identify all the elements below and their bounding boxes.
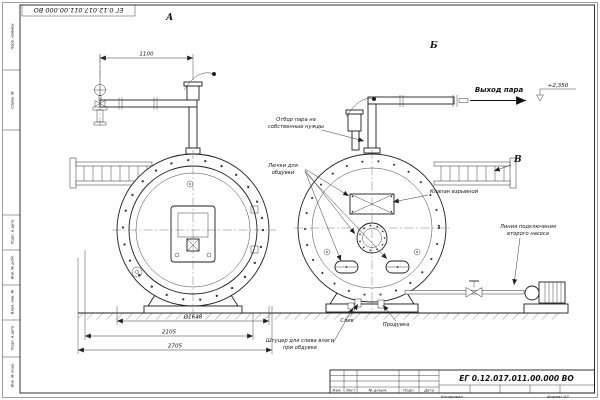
annotation-drain-fitting: Штуцер для слива влаги <box>266 338 335 344</box>
dim-2705: 2705 <box>168 344 183 350</box>
margin-label: Подп. и дата <box>11 220 15 244</box>
view-label-b: Б <box>429 41 438 51</box>
left-margin-columns: Перв. примен. Справ. № Подп. и дата Инв.… <box>2 23 20 388</box>
feed-pump-assembly <box>404 280 569 314</box>
annotation-pump-line: второго насоса <box>507 231 549 237</box>
safety-valve <box>183 72 216 101</box>
annotation-level: +2,350 <box>548 83 569 89</box>
front-piping <box>92 72 216 155</box>
margin-label: Инв. № подл. <box>11 363 15 388</box>
title-col-izm: Изм. <box>333 388 342 393</box>
annotation-blowdown: Продувка <box>383 322 409 328</box>
margin-label: Подп. и дата <box>11 326 15 350</box>
margin-label: Перв. примен. <box>11 23 15 50</box>
annotation-steam-tap: собственные нужды <box>268 124 324 130</box>
door-hinge <box>250 205 259 214</box>
boss-fitting <box>323 248 331 256</box>
format-label: Формат А3 <box>547 394 569 399</box>
view-labels: А Б В <box>165 13 522 172</box>
finned-tube-element <box>69 157 153 189</box>
level-mark: +2,350 <box>536 83 576 102</box>
pump-base <box>523 303 569 314</box>
view-label-v: В <box>513 155 522 165</box>
view-label-a: А <box>165 13 173 23</box>
boiler-front-view <box>69 54 276 318</box>
pump-volute <box>524 285 540 301</box>
ground-line <box>78 312 560 320</box>
annotation-drain-fitting: при обдувке <box>283 345 317 351</box>
steam-outlet-piping <box>345 95 469 154</box>
title-col-data: Дата <box>423 388 435 393</box>
doc-number-inverted: ЕГ 0.12.017.011.00.000 ВО <box>34 6 124 14</box>
inverted-number-stamp: ЕГ 0.12.017.011.00.000 ВО <box>21 4 136 17</box>
dimensions: 1100 Ø1648 2105 2705 <box>77 52 273 354</box>
pipe-valve <box>465 280 483 298</box>
annotation-drain: Слив <box>340 318 353 324</box>
copy-label: Копировал <box>441 394 463 399</box>
boiler-rear-view <box>294 95 517 313</box>
margin-label: Инв. № дубл. <box>11 255 15 280</box>
annotation-hatches: обдувки <box>272 170 295 176</box>
pump-motor <box>538 281 566 304</box>
rear-axes <box>294 150 450 310</box>
drain-stub <box>354 298 362 308</box>
margin-label: Справ. № <box>11 91 15 109</box>
annotation-steam-outlet: Выход пара <box>475 86 524 94</box>
finned-tube-element <box>433 157 517 189</box>
title-col-docnum: № докум. <box>368 388 388 393</box>
dim-diameter: Ø1648 <box>183 314 203 321</box>
dim-2105: 2105 <box>162 330 177 336</box>
title-col-list: Лист <box>345 388 356 393</box>
suction-pipe <box>404 290 525 295</box>
boss-fitting <box>413 248 421 256</box>
annotation-hatches: Лючки для <box>267 163 298 169</box>
blowdown-stub <box>377 299 385 309</box>
margin-label: Взам. инв. № <box>11 290 15 315</box>
annotations: Выход пара +2,350 Отбор пара на собствен… <box>266 83 576 351</box>
ignition-port <box>131 266 143 278</box>
door-hinge <box>250 245 259 254</box>
annotation-explosion-valve: Клапан взрывной <box>430 189 479 195</box>
title-col-podp: Подп. <box>403 388 415 393</box>
annotation-pump-line: Линия подключения <box>499 224 556 230</box>
title-block: Изм. Лист № докум. Подп. Дата ЕГ 0.12.01… <box>329 369 595 399</box>
view-v-arrow <box>493 164 512 172</box>
safety-valve <box>345 97 376 151</box>
annotation-steam-tap: Отбор пара на <box>276 117 316 123</box>
doc-number: ЕГ 0.12.017.011.00.000 ВО <box>459 374 574 383</box>
main-frame <box>19 4 595 394</box>
dim-1100: 1100 <box>139 52 154 58</box>
blowdown-hatches <box>334 260 410 274</box>
